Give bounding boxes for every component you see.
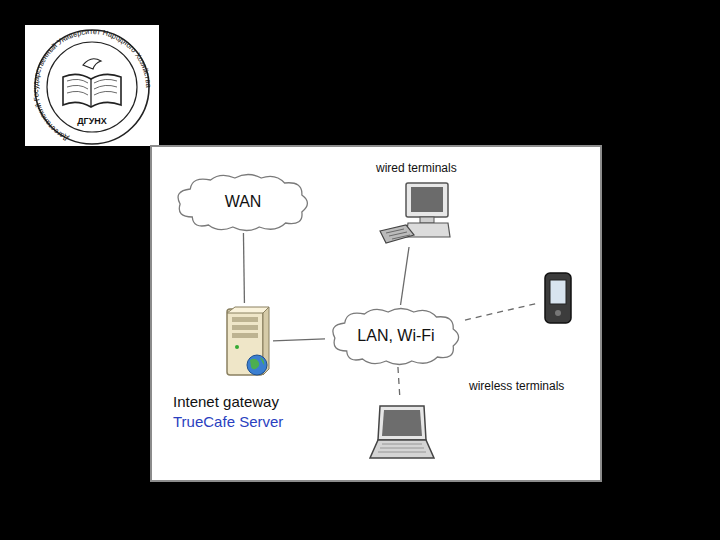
phone-icon [541,271,575,326]
wired-link [273,339,325,341]
lan-cloud: LAN, Wi-Fi [327,305,465,367]
node-text: WAN [225,193,262,211]
wireless-link [465,303,539,320]
wired-link [401,247,409,305]
wired-link [243,233,244,303]
seal-ring-text: Дагестанский Государственный Университет… [31,27,153,143]
node-text: Intenet gateway [170,393,320,410]
server-icon [217,305,273,379]
wireless-link [398,367,400,400]
laptop-terminal [367,402,437,462]
node-text: LAN, Wi-Fi [357,327,434,345]
node-text: TrueCafe Server [170,413,320,430]
university-logo: Дагестанский Государственный Университет… [25,25,159,146]
wan-cloud: WAN [172,171,314,233]
wired-terminal: wired terminals [372,161,472,245]
seal-abbreviation: ДГУНХ [77,116,107,126]
seal-ring-text-path: Дагестанский Государственный Университет… [31,27,153,143]
computer-icon [374,181,454,245]
group-label: wireless terminals [469,379,564,393]
mobile-terminal [540,271,576,326]
gateway-server: Intenet gatewayTrueCafe Server [170,305,320,430]
laptop-icon [368,402,436,462]
node-text: wired terminals [372,161,472,175]
seal: Дагестанский Государственный Университет… [25,25,159,146]
